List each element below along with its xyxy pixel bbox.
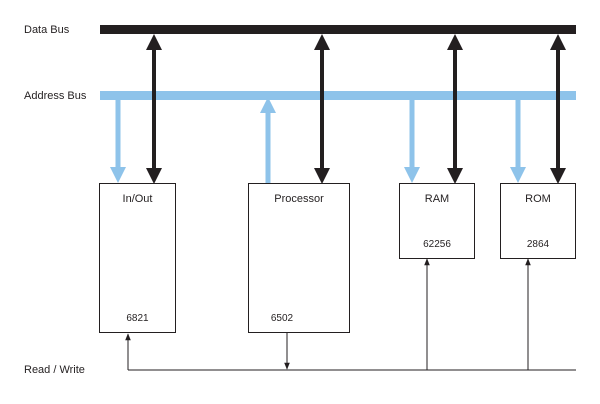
address-bus-label: Address Bus <box>24 90 87 102</box>
processor-box: Processor 6502 <box>248 183 350 333</box>
inout-part: 6821 <box>126 313 149 324</box>
processor-title: Processor <box>274 193 324 205</box>
ram-title: RAM <box>424 193 450 205</box>
rom-box: ROM 2864 <box>500 183 576 259</box>
processor-part: 6502 <box>270 313 294 324</box>
data-bus-line <box>100 25 576 34</box>
address-bus-line <box>100 91 576 100</box>
read-write-label: Read / Write <box>24 364 85 376</box>
ram-box: RAM 62256 <box>399 183 475 259</box>
data-bus-label: Data Bus <box>24 24 70 36</box>
rom-title: ROM <box>525 193 551 205</box>
inout-box: In/Out 6821 <box>99 183 176 333</box>
rom-part: 2864 <box>526 239 550 250</box>
inout-title: In/Out <box>122 193 153 205</box>
ram-part: 62256 <box>423 239 451 250</box>
